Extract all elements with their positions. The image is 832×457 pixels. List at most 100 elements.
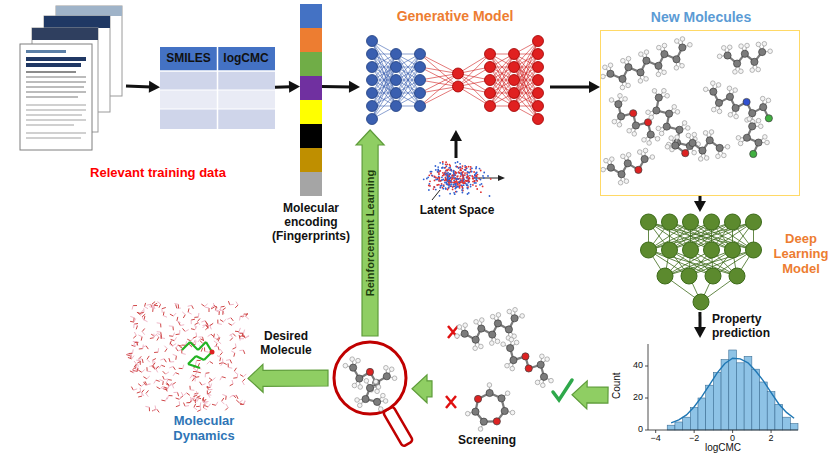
water-bond bbox=[154, 303, 158, 305]
water-bond bbox=[221, 306, 225, 308]
neuron bbox=[683, 214, 699, 230]
latent-point bbox=[449, 175, 451, 177]
atom bbox=[374, 398, 381, 405]
water-bond bbox=[142, 346, 146, 347]
water-bond bbox=[210, 326, 211, 330]
neuron bbox=[509, 101, 520, 112]
water-bond bbox=[166, 372, 169, 374]
neuron bbox=[662, 214, 678, 230]
latent-point bbox=[434, 175, 436, 177]
atom bbox=[724, 52, 731, 59]
atom bbox=[632, 122, 639, 129]
hydrogen-atom bbox=[496, 313, 501, 318]
arrow-head bbox=[149, 81, 160, 93]
atom bbox=[765, 115, 772, 122]
latent-point bbox=[446, 173, 448, 175]
water-bond bbox=[192, 378, 194, 381]
tick-label: 0 bbox=[618, 424, 643, 434]
hydrogen-atom bbox=[675, 39, 680, 44]
reject-mark bbox=[446, 396, 456, 408]
water-bond bbox=[142, 317, 144, 321]
fingerprint-bar: Molecular encoding (Fingerprints) bbox=[300, 4, 322, 196]
table-header-cell: logCMC bbox=[217, 52, 275, 66]
hydrogen-atom bbox=[643, 148, 648, 153]
hydrogen-atom bbox=[644, 50, 649, 55]
hydrogen-atom bbox=[669, 136, 674, 141]
hydrogen-atom bbox=[479, 318, 484, 323]
water-bond bbox=[205, 304, 208, 307]
hydrogen-atom bbox=[638, 79, 643, 84]
atom bbox=[655, 62, 662, 69]
water-bond bbox=[163, 371, 166, 374]
water-bond bbox=[138, 396, 142, 398]
histogram-art bbox=[645, 344, 798, 433]
water-bond bbox=[194, 317, 198, 318]
water-bond bbox=[179, 330, 180, 334]
neuron bbox=[533, 62, 544, 73]
water-bond bbox=[198, 313, 200, 317]
node-label: Relevant training data bbox=[78, 166, 238, 181]
fingerprint-bit bbox=[300, 52, 322, 76]
block-arrow-body bbox=[572, 381, 608, 409]
atom bbox=[716, 144, 723, 151]
block-arrow bbox=[356, 130, 384, 336]
atom bbox=[474, 395, 481, 402]
water-bond bbox=[138, 335, 142, 337]
hydrogen-atom bbox=[659, 131, 664, 136]
latent-point bbox=[452, 178, 454, 180]
paper-line bbox=[26, 119, 86, 121]
arrow-shaft bbox=[322, 85, 351, 88]
water-bond bbox=[198, 339, 201, 342]
water-bond bbox=[168, 379, 172, 381]
water-bond bbox=[231, 318, 233, 321]
latent-point bbox=[462, 187, 464, 189]
latent-point bbox=[442, 179, 444, 181]
latent-point bbox=[452, 174, 454, 176]
water-bond bbox=[145, 303, 146, 307]
water-bond bbox=[240, 338, 244, 339]
water-bond bbox=[158, 348, 160, 352]
water-bond bbox=[205, 307, 209, 309]
latent-point bbox=[451, 170, 453, 172]
water-bond bbox=[230, 335, 232, 338]
paper-line bbox=[26, 114, 82, 116]
latent-point bbox=[455, 162, 457, 164]
water-bond bbox=[176, 405, 180, 406]
hydrogen-atom bbox=[364, 379, 369, 384]
water-bond bbox=[209, 380, 212, 382]
hydrogen-atom bbox=[662, 70, 667, 75]
water-bond bbox=[233, 395, 236, 398]
water-bond bbox=[137, 363, 139, 367]
water-bond bbox=[181, 392, 183, 396]
latent-point bbox=[478, 178, 480, 180]
atom bbox=[366, 384, 373, 391]
neuron bbox=[662, 242, 678, 258]
latent-point bbox=[431, 175, 433, 177]
latent-point bbox=[458, 181, 460, 183]
atom bbox=[525, 365, 532, 372]
node-label: New Molecules bbox=[641, 9, 761, 25]
hydrogen-atom bbox=[358, 385, 363, 390]
neuron bbox=[533, 75, 544, 86]
node-label: Latent Space bbox=[412, 204, 502, 218]
latent-scatter bbox=[423, 161, 492, 197]
hydrogen-atom bbox=[610, 157, 615, 162]
water-bond bbox=[192, 375, 195, 378]
water-bond bbox=[243, 334, 245, 337]
accept-mark bbox=[553, 380, 572, 400]
neuron bbox=[391, 62, 402, 73]
latent-point bbox=[447, 180, 449, 182]
water-bond bbox=[132, 356, 134, 359]
latent-point bbox=[440, 180, 442, 182]
atom bbox=[710, 88, 717, 95]
water-bond bbox=[201, 321, 205, 322]
water-bond bbox=[164, 387, 168, 388]
neuron bbox=[641, 214, 657, 230]
atom bbox=[350, 364, 357, 371]
water-bond bbox=[246, 317, 249, 320]
neuron bbox=[705, 268, 721, 284]
md-box: Molecular Dynamics bbox=[128, 300, 248, 412]
hydrogen-atom bbox=[549, 378, 554, 383]
